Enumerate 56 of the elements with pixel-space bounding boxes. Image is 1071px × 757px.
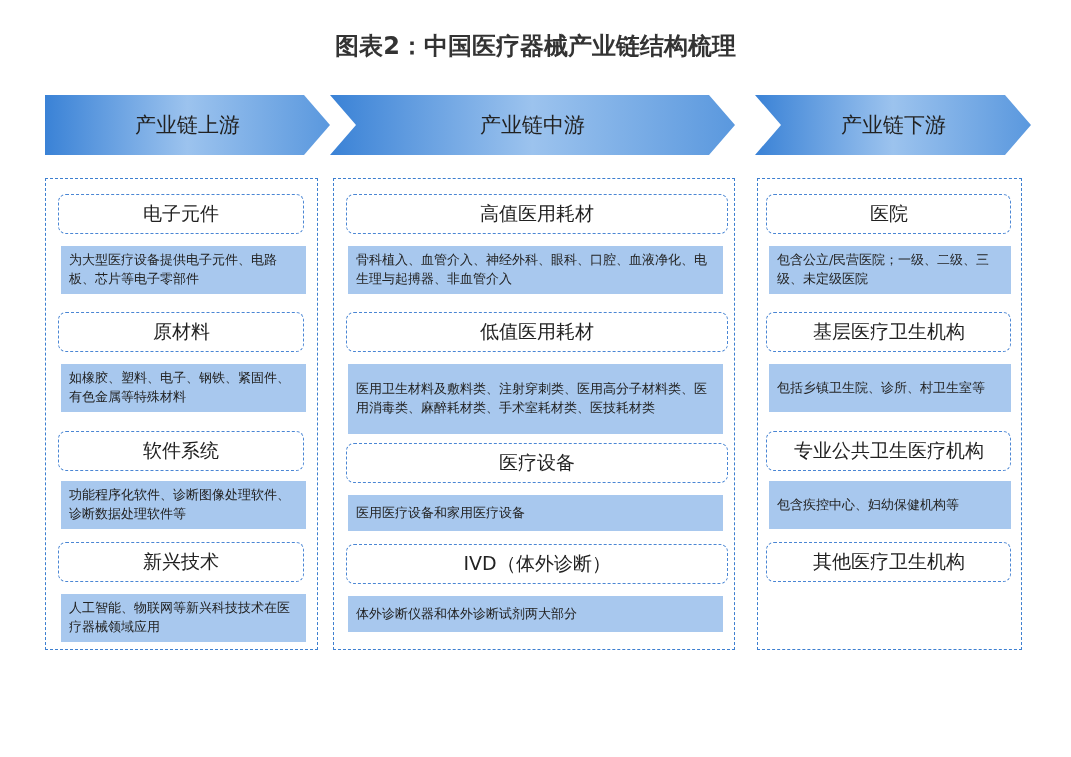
description-text: 功能程序化软件、诊断图像处理软件、诊断数据处理软件等 bbox=[69, 486, 291, 523]
category-box bbox=[346, 312, 728, 352]
description-box bbox=[61, 246, 306, 294]
category-box bbox=[58, 431, 304, 471]
stage-label: 产业链中游 bbox=[480, 112, 585, 139]
description-box bbox=[769, 364, 1011, 412]
chart-title: 图表2：中国医疗器械产业链结构梳理 bbox=[334, 31, 737, 62]
category-box bbox=[346, 544, 728, 584]
description-box bbox=[348, 596, 723, 632]
description-box bbox=[348, 246, 723, 294]
description-text: 人工智能、物联网等新兴科技技术在医疗器械领域应用 bbox=[69, 599, 291, 636]
category-label: IVD（体外诊断） bbox=[463, 551, 611, 576]
description-text: 如橡胶、塑料、电子、钢铁、紧固件、有色金属等特殊材料 bbox=[69, 369, 291, 406]
description-text: 为大型医疗设备提供电子元件、电路板、芯片等电子零部件 bbox=[69, 251, 278, 288]
category-label: 高值医用耗材 bbox=[480, 201, 594, 226]
description-text: 包含疾控中心、妇幼保健机构等 bbox=[777, 495, 959, 514]
description-box bbox=[348, 495, 723, 531]
category-label: 专业公共卫生医疗机构 bbox=[793, 438, 984, 463]
category-label: 电子元件 bbox=[143, 201, 219, 226]
stage-label: 产业链上游 bbox=[135, 112, 240, 139]
category-box bbox=[58, 194, 304, 234]
stage-banner bbox=[755, 95, 1031, 155]
dashed-panel bbox=[333, 178, 735, 650]
description-text: 包括乡镇卫生院、诊所、村卫生室等 bbox=[777, 378, 985, 397]
description-text: 包含公立/民营医院；一级、二级、三级、未定级医院 bbox=[777, 251, 991, 288]
description-text: 医用医疗设备和家用医疗设备 bbox=[356, 503, 525, 522]
dashed-panel bbox=[757, 178, 1022, 650]
description-box bbox=[769, 481, 1011, 529]
category-box bbox=[766, 542, 1011, 582]
description-box bbox=[61, 594, 306, 642]
category-label: 新兴技术 bbox=[143, 549, 219, 574]
stage-banner bbox=[45, 95, 330, 155]
description-text: 体外诊断仪器和体外诊断试剂两大部分 bbox=[356, 604, 577, 623]
description-box bbox=[61, 364, 306, 412]
category-label: 原材料 bbox=[152, 319, 210, 344]
description-box bbox=[769, 246, 1011, 294]
dashed-panel bbox=[45, 178, 318, 650]
category-label: 其他医疗卫生机构 bbox=[812, 549, 965, 574]
description-box bbox=[61, 481, 306, 529]
category-label: 软件系统 bbox=[143, 438, 219, 463]
category-box bbox=[766, 312, 1011, 352]
category-box bbox=[766, 194, 1011, 234]
category-box bbox=[346, 194, 728, 234]
category-box bbox=[346, 443, 728, 483]
category-label: 医疗设备 bbox=[499, 450, 575, 475]
stage-banner bbox=[330, 95, 735, 155]
description-text: 医用卫生材料及敷料类、注射穿刺类、医用高分子材料类、医用消毒类、麻醉耗材类、手术室耗材类、医技耗材类 bbox=[356, 380, 708, 417]
description-text: 骨科植入、血管介入、神经外科、眼科、口腔、血液净化、电生理与起搏器、非血管介入 bbox=[356, 251, 708, 288]
category-box bbox=[58, 312, 304, 352]
category-box bbox=[766, 431, 1011, 471]
stage-label: 产业链下游 bbox=[840, 112, 946, 139]
category-box bbox=[58, 542, 304, 582]
category-label: 医院 bbox=[869, 201, 908, 226]
category-label: 基层医疗卫生机构 bbox=[812, 319, 965, 344]
category-label: 低值医用耗材 bbox=[480, 319, 594, 344]
description-box bbox=[348, 364, 723, 434]
